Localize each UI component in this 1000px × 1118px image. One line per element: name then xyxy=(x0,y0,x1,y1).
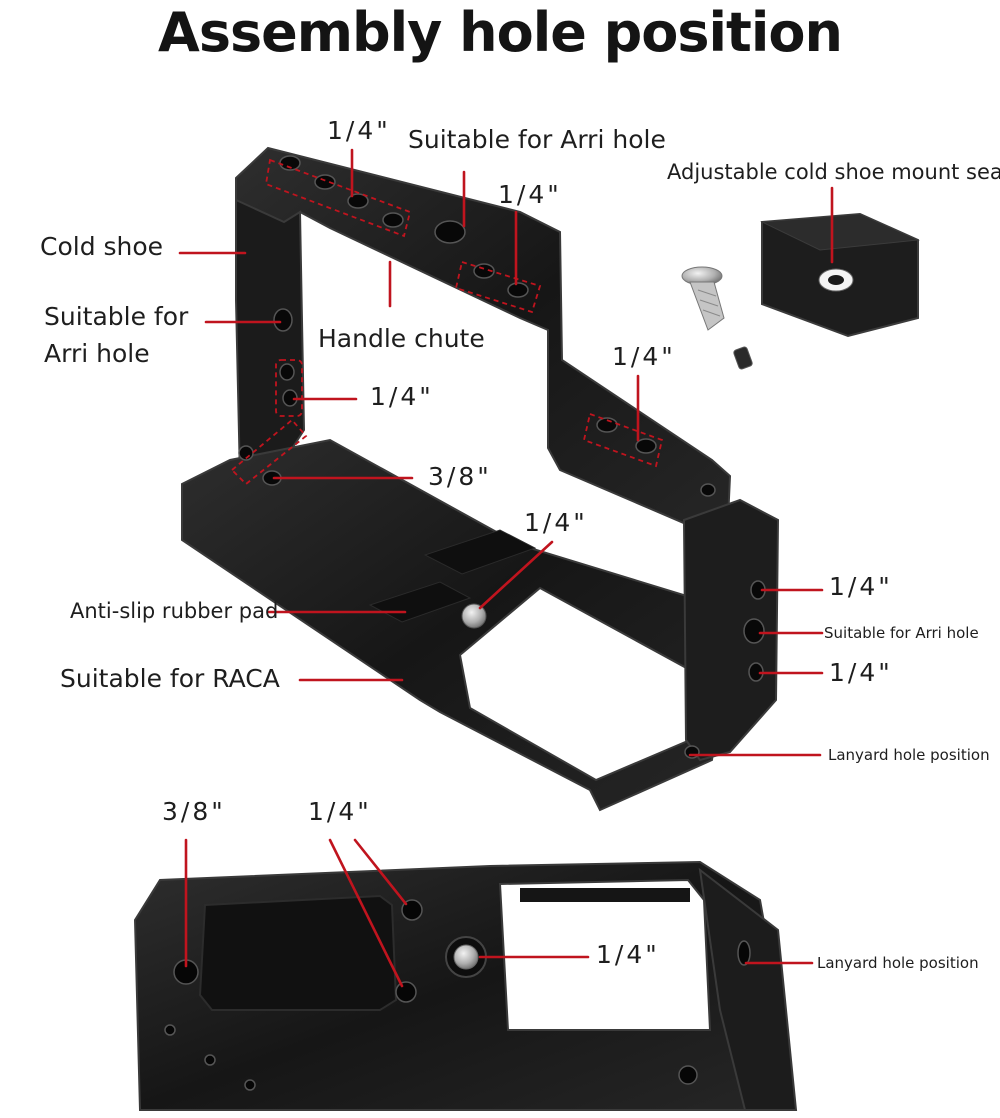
lower-window xyxy=(498,878,712,1031)
label-right-quarter-bottom: 1/4" xyxy=(829,658,893,687)
label-side-arri-line2: Arri hole xyxy=(44,339,150,368)
page-title: Assembly hole position xyxy=(158,1,843,64)
left-post-holes xyxy=(238,308,298,486)
leader-base-quarter xyxy=(478,540,554,610)
hole-highlights xyxy=(230,158,664,486)
cold-shoe-seat xyxy=(760,212,920,338)
cage-lower-closeup xyxy=(133,860,798,1111)
label-bottom-quarter-a: 1/4" xyxy=(308,797,372,826)
label-handle-chute: Handle chute xyxy=(318,324,485,353)
label-raca: Suitable for RACA xyxy=(60,664,280,693)
cage-right-grip xyxy=(682,498,780,762)
label-bottom-quarter-b: 1/4" xyxy=(596,940,660,969)
label-side-arri-line1: Suitable for xyxy=(44,302,189,331)
base-screw xyxy=(461,603,487,629)
cage-left-post xyxy=(235,198,306,480)
label-right-arri: Suitable for Arri hole xyxy=(824,624,979,642)
label-three-eighths: 3/8" xyxy=(428,462,492,491)
label-top-quarter-1: 1/4" xyxy=(327,116,391,145)
leader-bottom-quarter-a xyxy=(353,838,408,906)
label-left-quarter: 1/4" xyxy=(370,382,434,411)
label-cold-shoe: Cold shoe xyxy=(40,232,164,261)
label-top-quarter-2: 1/4" xyxy=(498,180,562,209)
label-right-quarter-top: 1/4" xyxy=(829,572,893,601)
label-anti-slip: Anti-slip rubber pad xyxy=(70,599,279,623)
label-lanyard-bottom: Lanyard hole position xyxy=(817,954,979,972)
label-base-quarter: 1/4" xyxy=(524,508,588,537)
label-top-arri: Suitable for Arri hole xyxy=(408,125,666,154)
cold-shoe-screw xyxy=(681,266,725,331)
label-lanyard-top: Lanyard hole position xyxy=(828,746,990,764)
label-cold-shoe-seat: Adjustable cold shoe mount seat xyxy=(667,160,1000,184)
label-mid-quarter: 1/4" xyxy=(612,342,676,371)
leader-bottom-quarter-b xyxy=(328,838,404,988)
label-bottom-three-eighths: 3/8" xyxy=(162,797,226,826)
callout-leaders xyxy=(178,148,834,988)
lower-recess xyxy=(198,894,398,1011)
set-screw xyxy=(733,346,753,370)
top-bar-holes xyxy=(279,155,716,497)
